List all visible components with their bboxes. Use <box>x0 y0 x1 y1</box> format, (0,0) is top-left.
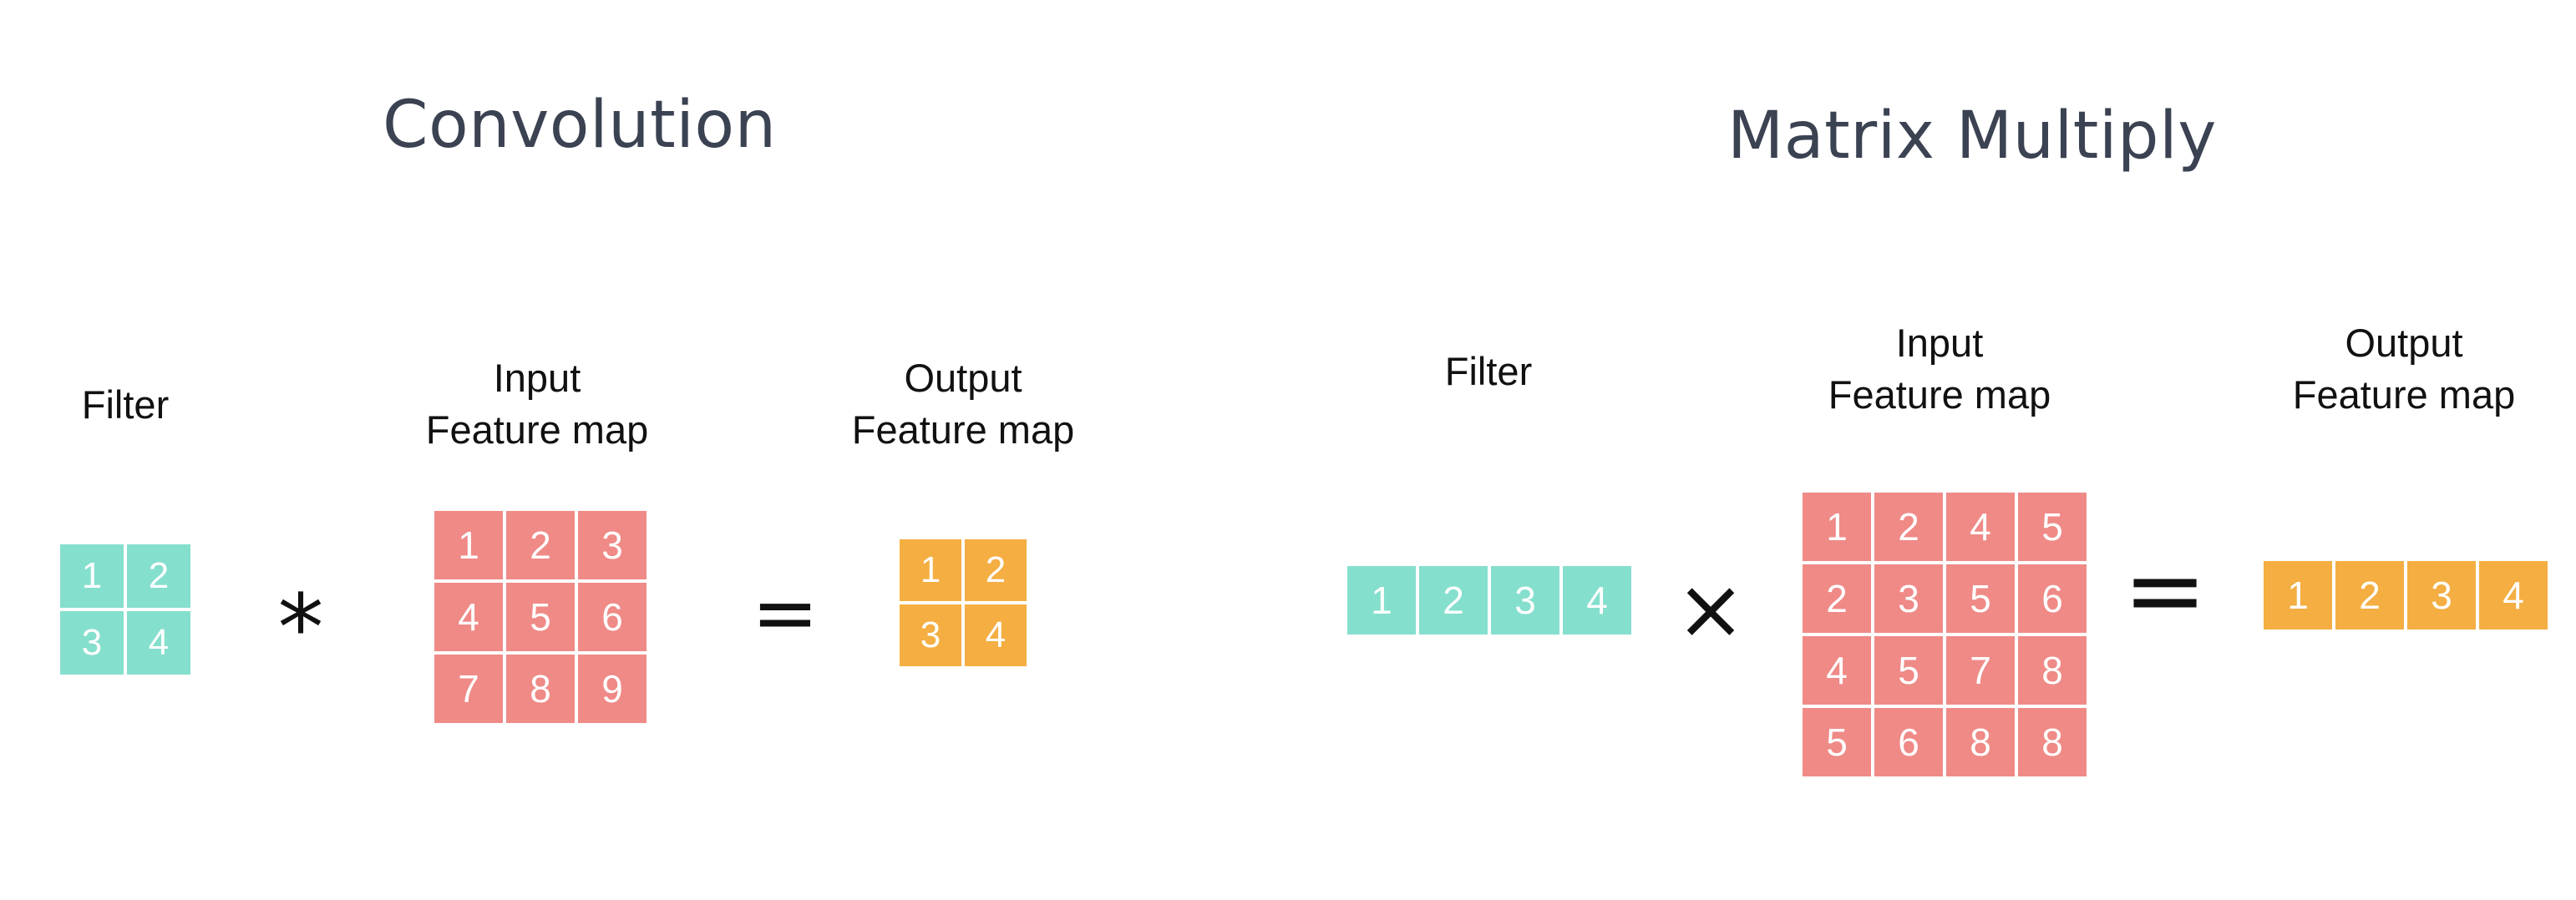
output-cell: 1 <box>900 539 961 601</box>
output-cell: 3 <box>2407 561 2476 629</box>
filter-cell: 3 <box>1491 566 1559 635</box>
output-cell: 4 <box>965 604 1027 666</box>
mm-filter-label: Filter <box>1444 349 1533 393</box>
input-cell: 6 <box>578 583 647 651</box>
input-cell: 8 <box>2018 636 2087 705</box>
input-cell: 4 <box>434 583 503 651</box>
conv-output-label: Output Feature map <box>851 356 1075 452</box>
input-cell: 8 <box>1946 708 2015 776</box>
filter-cell: 2 <box>127 544 190 608</box>
filter-cell: 1 <box>60 544 124 608</box>
input-cell: 9 <box>578 655 647 723</box>
input-cell: 5 <box>506 583 575 651</box>
output-cell: 2 <box>2335 561 2404 629</box>
input-cell: 5 <box>1946 564 2015 633</box>
convolution-title: Convolution <box>383 88 777 163</box>
filter-cell: 4 <box>1563 566 1631 635</box>
input-cell: 3 <box>1874 564 1943 633</box>
multiply-operator-icon: × <box>1676 560 1746 658</box>
convolution-operator-icon: * <box>277 574 324 681</box>
input-cell: 5 <box>1803 708 1871 776</box>
input-cell: 6 <box>2018 564 2087 633</box>
input-cell: 2 <box>506 511 575 579</box>
filter-cell: 2 <box>1419 566 1488 635</box>
input-cell: 3 <box>578 511 647 579</box>
input-cell: 1 <box>1803 493 1871 561</box>
mm-equals-icon: = <box>2122 533 2208 649</box>
input-cell: 7 <box>434 655 503 723</box>
input-cell: 8 <box>2018 708 2087 776</box>
filter-cell: 3 <box>60 611 124 675</box>
filter-cell: 1 <box>1347 566 1416 635</box>
conv-input-label: Input Feature map <box>425 356 649 452</box>
output-cell: 2 <box>965 539 1027 601</box>
mm-output-label: Output Feature map <box>2292 321 2516 417</box>
input-cell: 7 <box>1946 636 2015 705</box>
input-cell: 2 <box>1874 493 1943 561</box>
output-cell: 4 <box>2479 561 2548 629</box>
matmul-title: Matrix Multiply <box>1727 99 2217 174</box>
conv-equals-icon: = <box>751 566 819 660</box>
input-cell: 1 <box>434 511 503 579</box>
output-cell: 1 <box>2264 561 2332 629</box>
input-cell: 4 <box>1803 636 1871 705</box>
mm-input-label: Input Feature map <box>1828 321 2051 417</box>
output-cell: 3 <box>900 604 961 666</box>
filter-cell: 4 <box>127 611 190 675</box>
input-cell: 2 <box>1803 564 1871 633</box>
conv-filter-label: Filter <box>81 382 170 427</box>
input-cell: 8 <box>506 655 575 723</box>
input-cell: 5 <box>2018 493 2087 561</box>
input-cell: 4 <box>1946 493 2015 561</box>
input-cell: 6 <box>1874 708 1943 776</box>
input-cell: 5 <box>1874 636 1943 705</box>
